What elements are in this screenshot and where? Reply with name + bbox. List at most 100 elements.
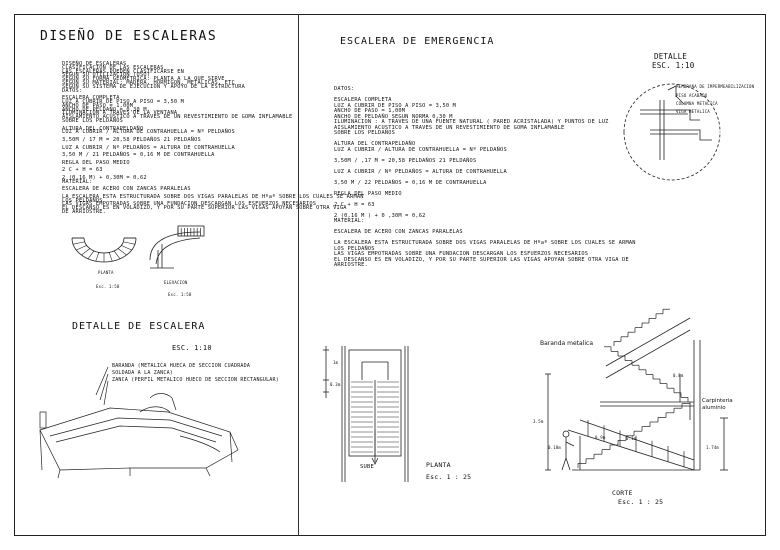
right-data-line-0: DATOS:: [334, 86, 355, 92]
left-note-line-14: AISLAMIENTO ACUSTICO A TRAVES DE UN REVE…: [62, 114, 293, 121]
left-note-line-1: CLASIFICACION DE LAS ESCALERAS: [62, 64, 164, 71]
left-note-line-3: SEGUN SU UTILIZACION (USO): [62, 72, 151, 79]
right-data-line-3: LUZ A CUBRIR DE PISO A PISO = 3,50 M: [334, 102, 457, 109]
right-data-line-24: MATERIAL:: [334, 218, 365, 224]
left-note-line-24: 3,50 M / 21 PELDAÑOS = 0,16 M DE CONTRAH…: [62, 152, 215, 159]
left-note-line-4: SEGUN SU FORMA GEOMETRICA: PLANTA A LA Q…: [62, 76, 225, 83]
planta-scale-right: Esc. 1 : 25: [426, 473, 472, 481]
dim-3-5m: 3.5m: [533, 419, 544, 424]
spiral-step-line: [108, 252, 113, 262]
right-data-line-30: LAS VIGAS EMPOTRADAS SOBRE UNA FUNDACION…: [334, 251, 589, 257]
left-note-line-26: REGLA DEL PASO MEDIO: [62, 159, 130, 166]
left-note-line-5: SEGUN SU MATERIAL: MADERA, HORMIGON, MET…: [62, 79, 235, 86]
dim-0-9m: 0.9m: [595, 435, 606, 440]
detail-callout-2: PISO ACABADO: [676, 93, 708, 98]
elevacion-label: ELEVACION: [164, 280, 188, 285]
detalle-label: DETALLE: [654, 52, 688, 61]
callout-baranda-1: BARANDA (METALICA HUECA DE SECCION CUADR…: [112, 363, 251, 369]
right-data-line-13: 3,50M / ,17 M = 20,58 PELDAÑOS 21 PELDAÑ…: [334, 157, 477, 164]
right-data-line-10: ALTURA DEL CONTRAPELDAÑO: [334, 141, 416, 147]
left-note-line-39: DE ARRIOSTRE.: [62, 209, 107, 216]
right-data-line-4: ANCHO DE PASO = 1,00M: [334, 108, 406, 114]
right-data-line-17: 3,50 M / 22 PELDAÑOS = 0,16 M DE CONTRAH…: [334, 179, 487, 186]
right-data-line-29: LOS PELDAÑOS: [334, 245, 375, 252]
left-note-line-20: 3,50M / 17 M = 20,58 PELDAÑOS 21 PELDAÑO…: [62, 136, 201, 143]
left-title: DISEÑO DE ESCALERAS: [40, 29, 218, 44]
spiral-step-line: [117, 248, 127, 256]
right-data-line-11: LUZ A CUBRIR / ALTURA DE CONTRAHUELLA = …: [334, 146, 507, 153]
left-note-line-13: ILUMINACION A TRAVES DE LA VENTANA: [62, 110, 178, 117]
left-note-line-36: LOS PELDAÑOS: [62, 197, 103, 204]
detalle-scale: ESC. 1:10: [652, 61, 695, 70]
spiral-step-line: [73, 241, 85, 245]
right-data-line-28: LA ESCALERA ESTA ESTRUCTURADA SOBRE DOS …: [334, 240, 636, 246]
right-data-line-26: ESCALERA DE ACERO CON ZANCAS PARALELAS: [334, 229, 463, 235]
left-note-line-28: 2 C + H = 63: [62, 167, 103, 174]
detalle-escalera-scale: ESC. 1:10: [172, 344, 212, 352]
right-data-line-7: AISLAMIENTO ACUSTICO A TRAVES DE UN REVE…: [334, 124, 565, 131]
spiral-step-line: [113, 250, 121, 259]
right-data-line-31: EL DESCANSO ES EN VOLADIZO, Y POR SU PAR…: [334, 256, 629, 263]
carpinteria-label-1: Carpinteria: [702, 398, 733, 404]
right-title: ESCALERA DE EMERGENCIA: [340, 36, 495, 47]
left-note-line-12: ANCHO DE PELDAÑO = 0,30 M: [62, 106, 147, 113]
left-note-line-6: SEGUN SU SISTEMA DE EJECUCION Y APOYO DE…: [62, 83, 246, 90]
planta-label-right: PLANTA: [426, 461, 451, 469]
left-note-line-37: LAS VIGAS EMPOTRADAS SOBRE UNA FUNDACION…: [62, 201, 317, 208]
left-note-line-2: LAS ESCALERAS PUEDEN CLASIFICARSE EN: [62, 68, 185, 75]
right-data-line-8: SOBRE LOS PELDAÑOS: [334, 130, 396, 136]
corte-label: CORTE: [612, 489, 633, 497]
sheet-divider: [298, 14, 299, 536]
right-data-line-5: ANCHO DE PELDAÑO SEGUN NORMA 0,30 M: [334, 113, 453, 120]
spiral-step-line: [95, 252, 100, 262]
spiral-step-line: [121, 245, 132, 251]
spiral-step-line: [81, 248, 91, 256]
detail-callout-4: VIGA METALICA: [676, 109, 710, 114]
right-data-line-19: REGLA DEL PASO MEDIO: [334, 190, 402, 197]
plan-dim-1m: 1m: [333, 360, 339, 365]
detalle-escalera-title: DETALLE DE ESCALERA: [72, 321, 206, 332]
stair-detail-3d: [39, 366, 239, 479]
dim-0-1m: 0.1m: [626, 436, 637, 441]
corte-scale: Esc. 1 : 25: [618, 498, 664, 506]
carpinteria-label-2: aluminio: [702, 405, 726, 411]
baranda-label: Baranda metalica: [540, 340, 594, 347]
dim-0-18m: 0.18m: [548, 445, 562, 450]
left-note-line-15: SOBRE LOS PELDAÑOS: [62, 117, 124, 124]
left-note-line-10: LUZ A CUBRIR DE PISO A PISO = 3,50 M: [62, 98, 185, 105]
planta-label-left: PLANTA: [98, 270, 114, 275]
left-note-line-38: EL DESCANSO ES EN VOLADIZO, Y POR SU PAR…: [62, 205, 347, 212]
right-data-line-21: 2 C + H = 63: [334, 201, 375, 208]
left-note-line-31: MATERIAL:: [62, 178, 93, 185]
left-note-line-11: ANCHO DE PASO = 1,00M: [62, 102, 134, 109]
left-note-line-18: LUZ A CUBRIR / ALTURA DE CONTRAHUELLA = …: [62, 129, 235, 136]
dim-top: 0.8m: [673, 373, 684, 378]
left-note-line-17: ALTURA DEL CONTRAPELDAÑO: [62, 125, 144, 132]
left-note-line-35: LA ESCALERA ESTA ESTRUCTURADA SOBRE DOS …: [62, 193, 364, 200]
left-note-line-0: DISEÑO DE ESCALERAS: [62, 61, 127, 67]
spiral-stair-elevation: [149, 225, 205, 269]
right-data-line-2: ESCALERA COMPLETA: [334, 97, 392, 103]
callout-baranda-2: SOLDADA A LA ZANCA): [112, 370, 173, 376]
dim-1-74m: 1.74m: [706, 445, 720, 450]
detail-callout-1: MEMBRANA DE IMPERMEABILIZACION: [676, 84, 755, 89]
right-data-line-15: LUZ A CUBRIR / Nº PELDAÑOS = ALTURA DE C…: [334, 168, 507, 175]
detail-callout-3: COLUMNA METALICA: [676, 101, 718, 106]
left-note-line-9: ESCALERA COMPLETA: [62, 95, 120, 102]
left-note-line-30: 2 (0,16 M) + 0,30M = 0,62: [62, 174, 147, 181]
left-note-line-22: LUZ A CUBRIR / Nº PELDAÑOS = ALTURA DE C…: [62, 144, 235, 151]
callout-zanca: ZANCA (PERFIL METALICO HUECO DE SECCION …: [112, 377, 279, 383]
sube-label: SUBE: [360, 464, 375, 470]
planta-scale-left: Esc. 1:50: [96, 284, 120, 289]
drawing-sheet: [14, 14, 766, 536]
spiral-step-line: [123, 241, 135, 245]
spiral-stair-plan: [71, 237, 137, 263]
spiral-step-line: [87, 250, 95, 259]
right-data-line-6: ILUMINACION : A TRAVES DE UNA FUENTE NAT…: [334, 119, 609, 125]
right-data-line-23: 2 (0,16 M ) + 0 ,30M = 0,62: [334, 212, 426, 219]
